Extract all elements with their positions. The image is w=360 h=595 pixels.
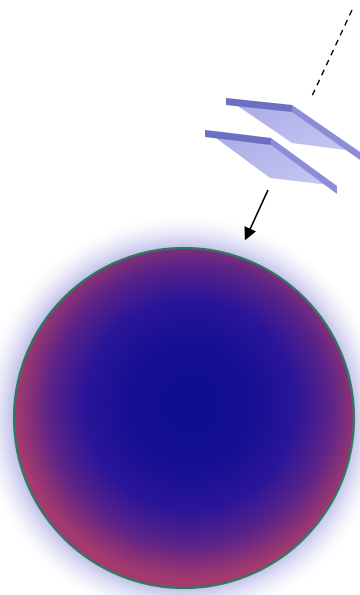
sphere-body — [14, 248, 354, 588]
incoming-ray-dashed-line — [312, 10, 352, 96]
